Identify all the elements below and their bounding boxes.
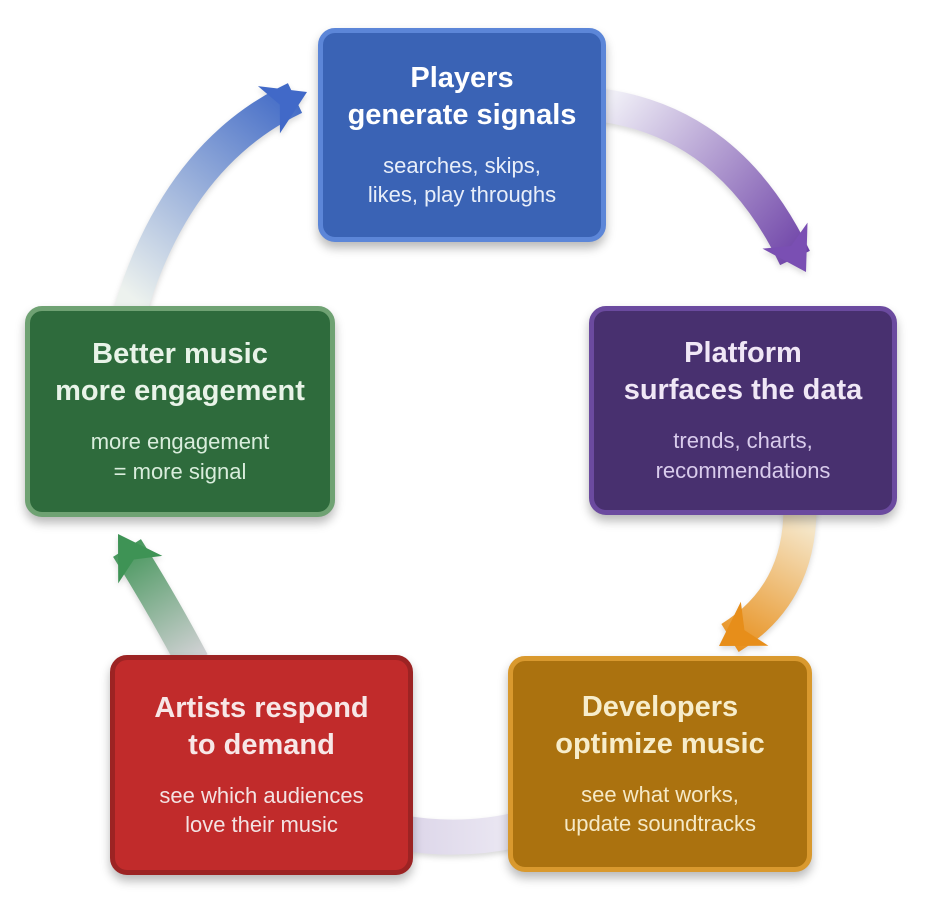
title-line: Developers — [581, 690, 739, 723]
node-better-music: Better music more engagement more engage… — [25, 306, 335, 517]
arrow-head-platform-to-developers — [719, 601, 769, 646]
arrow-band-better-music-to-players — [112, 83, 303, 323]
node-artists-subtitle: see which audiences love their music — [159, 781, 363, 840]
node-developers-title: Developers optimize music — [555, 689, 765, 763]
arrow-head-artists-to-better-music — [118, 534, 163, 584]
node-artists: Artists respond to demand see which audi… — [110, 655, 413, 875]
node-developers: Developers optimize music see what works… — [508, 656, 812, 872]
node-platform: Platform surfaces the data trends, chart… — [589, 306, 897, 515]
title-line: Platform — [684, 337, 802, 370]
node-artists-title: Artists respond to demand — [154, 690, 368, 764]
title-line: generate signals — [347, 98, 577, 131]
subtitle-line: likes, play throughs — [367, 182, 557, 208]
node-players: Players generate signals searches, skips… — [318, 28, 606, 242]
subtitle-line: = more signal — [113, 458, 247, 484]
title-line: Players — [410, 61, 514, 94]
title-line: more engagement — [55, 375, 305, 408]
arrow-band-players-to-platform — [597, 88, 810, 266]
subtitle-line: trends, charts, — [673, 428, 813, 454]
title-line: to demand — [188, 728, 335, 761]
subtitle-line: update soundtracks — [563, 811, 757, 837]
node-platform-title: Platform surfaces the data — [624, 335, 863, 409]
title-line: Better music — [92, 338, 268, 371]
subtitle-line: see what works, — [581, 781, 739, 807]
node-developers-subtitle: see what works, update soundtracks — [564, 780, 756, 839]
subtitle-line: more engagement — [90, 429, 270, 455]
subtitle-line: searches, skips, — [383, 152, 541, 178]
arrow-head-better-music-to-players — [257, 86, 307, 134]
arrow-band-artists-to-better-music — [113, 539, 208, 670]
node-better-music-subtitle: more engagement = more signal — [91, 427, 270, 486]
title-line: surfaces the data — [623, 374, 863, 407]
subtitle-line: see which audiences — [159, 782, 364, 808]
node-players-subtitle: searches, skips, likes, play throughs — [368, 151, 556, 210]
title-line: optimize music — [555, 727, 765, 760]
arrow-band-developers-to-artists — [394, 810, 530, 855]
node-players-title: Players generate signals — [348, 60, 577, 134]
subtitle-line: recommendations — [655, 457, 831, 483]
node-better-music-title: Better music more engagement — [55, 336, 305, 410]
arrow-band-platform-to-developers — [721, 507, 817, 653]
node-platform-subtitle: trends, charts, recommendations — [656, 426, 831, 485]
title-line: Artists respond — [154, 691, 369, 724]
subtitle-line: love their music — [185, 812, 338, 838]
arrow-head-players-to-platform — [762, 222, 808, 272]
